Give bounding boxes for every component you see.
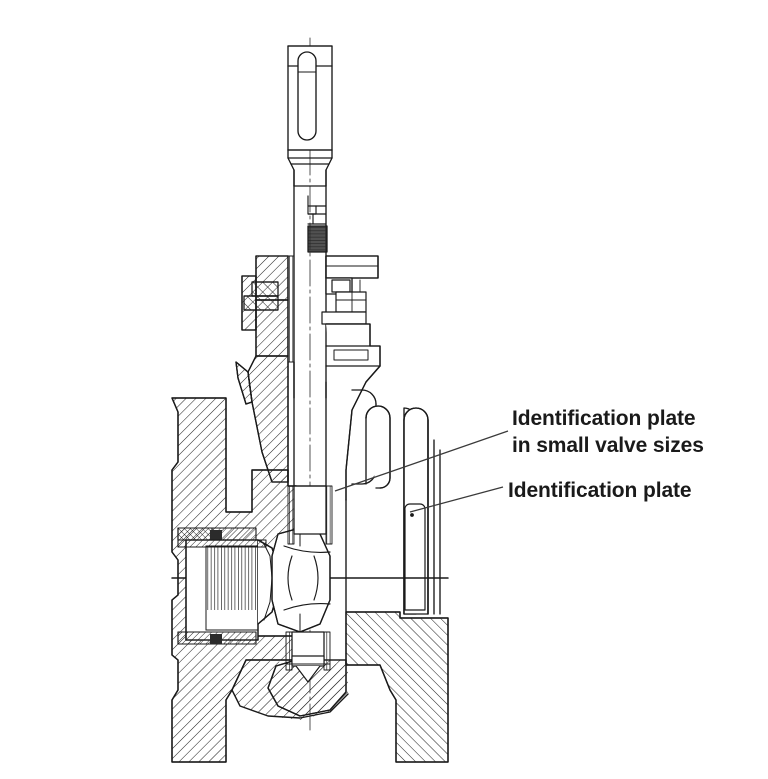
stem-thread-band: [307, 225, 328, 253]
bottom-trunnion: [285, 631, 331, 683]
stem-top-slot: [287, 45, 333, 151]
gland-bolts: [321, 279, 367, 325]
left-flange: [171, 461, 179, 661]
seat-seal: [177, 527, 267, 645]
lower-stem: [293, 361, 327, 487]
seat-ring: [185, 539, 279, 641]
gland-bolts-left: [243, 281, 279, 311]
stem-key-detail: [307, 195, 327, 225]
identification-plate-rect: [404, 503, 426, 611]
bonnet: [235, 323, 381, 501]
right-flange: [365, 405, 441, 615]
callout-leader-lines: [334, 430, 509, 513]
stem-ball-drive: [287, 485, 333, 545]
leader-line-2: [409, 486, 504, 513]
bonnet-inner-edges: [251, 469, 347, 613]
ball: [271, 527, 331, 633]
leader-line-1: [334, 430, 509, 492]
